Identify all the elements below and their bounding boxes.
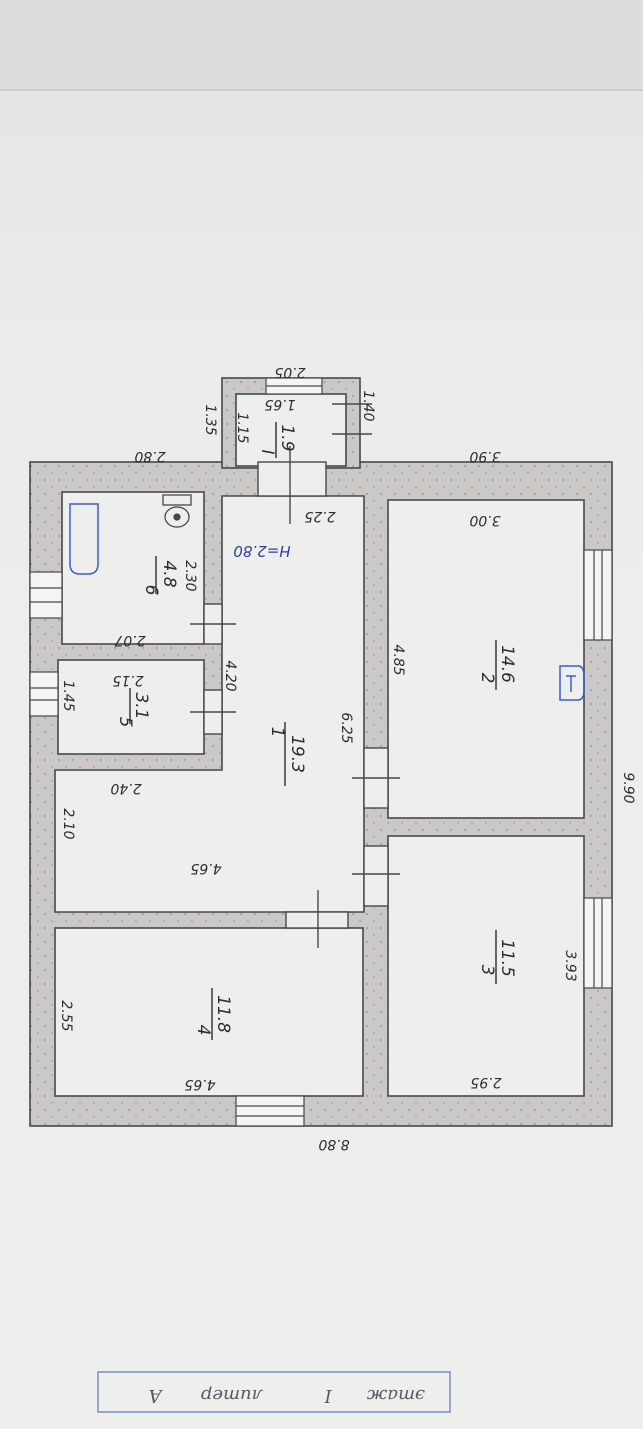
dim-room5-top: 2.15 [112, 672, 143, 688]
room-1-area: 19.3 [287, 735, 307, 773]
heater-icon [559, 665, 585, 701]
dim-room5-side: 1.45 [60, 680, 76, 711]
room-I-area: 1.9 [277, 424, 297, 451]
dim-room4-side: 2.55 [58, 1000, 74, 1031]
top-paper-edge [0, 0, 643, 91]
dim-room1-bottom: 4.65 [190, 860, 221, 876]
dim-room2-side: 4.85 [390, 644, 406, 675]
windows [29, 377, 613, 1127]
room-3-area: 11.5 [497, 939, 517, 977]
room-1-number: 1 [267, 727, 287, 738]
bathtub-icon [69, 503, 99, 575]
room-4-label: 4 11.8 [193, 988, 233, 1040]
room-I-label: I 1.9 [257, 422, 297, 458]
dim-room4-bottom: 4.65 [184, 1076, 215, 1092]
room-2-label: 2 14.6 [477, 640, 517, 690]
dim-room3-bottom: 2.95 [470, 1074, 501, 1090]
dim-porch-left-outer: 1.35 [202, 404, 218, 435]
stamp-word: этаж [366, 1385, 425, 1406]
dim-right-side: 9.90 [620, 772, 636, 803]
dim-porch-inner: 1.65 [264, 396, 295, 412]
dim-room6-bottom: 2.07 [114, 632, 145, 648]
room-2-floor [387, 499, 585, 819]
room-5-area: 3.1 [131, 692, 151, 719]
toilet-icon [162, 494, 192, 528]
room-3-label: 3 11.5 [477, 930, 517, 984]
dim-porch-right: 1.40 [360, 390, 376, 421]
dim-room1-left: 4.20 [222, 660, 238, 691]
room-1-floor [54, 495, 365, 913]
room-5-number: 5 [115, 717, 135, 728]
dim-room1-right: 6.25 [338, 712, 354, 743]
room-4-number: 4 [193, 1025, 213, 1036]
dim-porch-top: 2.05 [274, 364, 305, 380]
room-5-label: 5 3.1 [115, 688, 151, 727]
dim-room2-top: 3.00 [469, 512, 500, 528]
dim-room1-side: 2.10 [60, 808, 76, 839]
room-6-label: 6 4.8 [141, 556, 179, 596]
ceiling-height-label: H=2.80 [233, 542, 290, 560]
room-6-number: 6 [141, 585, 161, 596]
dim-porch-left-inner: 1.15 [234, 412, 250, 443]
room-4-area: 11.8 [213, 995, 233, 1033]
dim-bottom: 8.80 [318, 1136, 349, 1152]
floor-stamp: А литер I этаж [97, 1371, 451, 1413]
dim-room1-top: 2.25 [304, 508, 335, 524]
room-labels: 1 19.3 2 14.6 3 11.5 4 11.8 5 3.1 6 4.8 [115, 422, 517, 1040]
dim-room6-side: 2.30 [182, 560, 198, 591]
stamp-letter: А [148, 1385, 164, 1406]
dim-room1-mid: 2.40 [110, 780, 141, 796]
dimension-labels: 2.80 3.90 8.80 9.90 2.05 1.65 1.35 1.15 … [58, 364, 636, 1152]
dim-room3-side: 3.93 [562, 950, 578, 981]
stamp-letter-word: литер [200, 1385, 263, 1406]
stamp-floor: I [324, 1385, 333, 1406]
room-I-number: I [257, 449, 277, 454]
room-interiors [54, 393, 585, 1097]
room-3-floor [387, 835, 585, 1097]
dim-top-left: 2.80 [134, 448, 165, 464]
room-2-area: 14.6 [497, 645, 517, 683]
doors [190, 403, 400, 948]
room-3-number: 3 [477, 965, 497, 976]
dim-top-right: 3.90 [469, 448, 500, 464]
room-2-number: 2 [477, 673, 497, 684]
room-4-floor [54, 927, 364, 1097]
room-6-area: 4.8 [159, 560, 179, 587]
room-1-label: 1 19.3 [267, 722, 307, 786]
